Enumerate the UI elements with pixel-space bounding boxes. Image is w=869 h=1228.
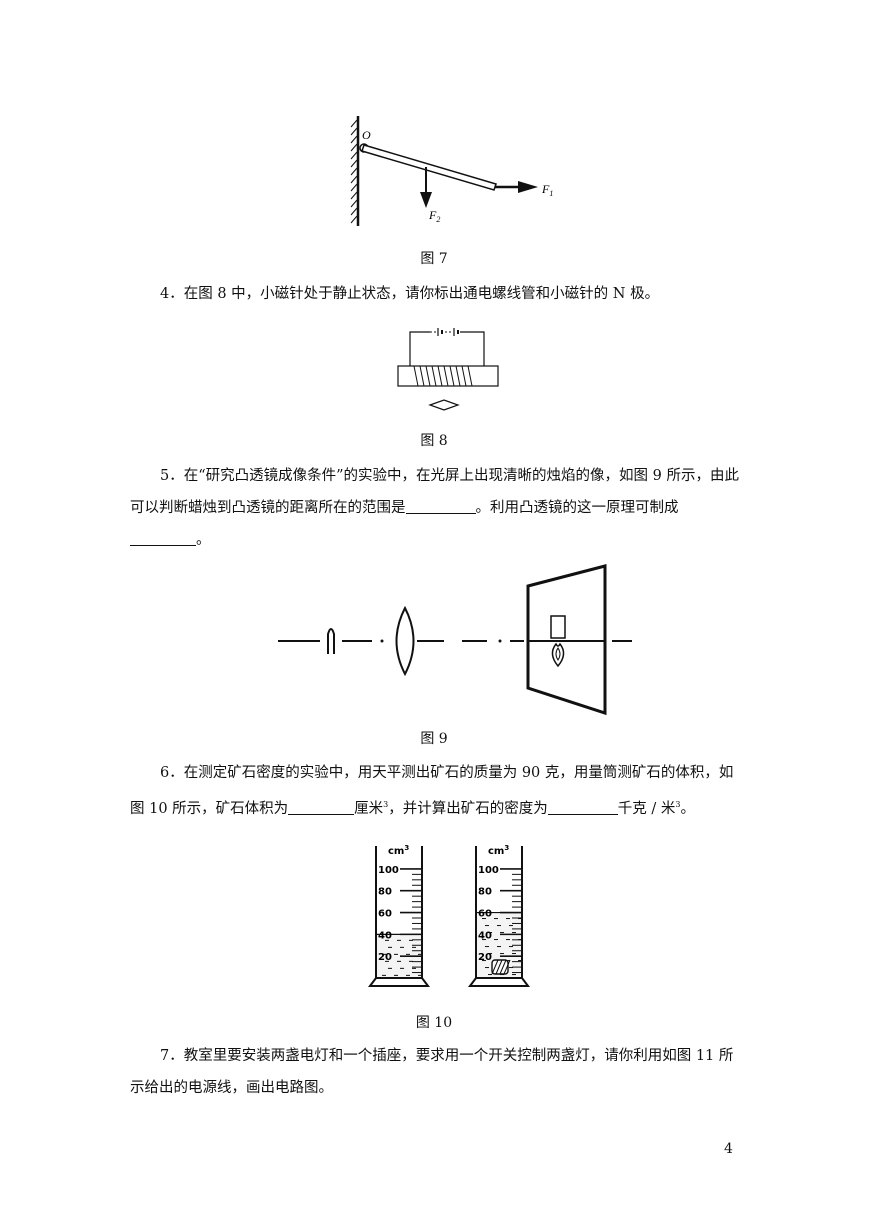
tick-label: 60: [478, 909, 492, 920]
tick-label: 60: [378, 909, 392, 920]
q6-text-3: ，并计算出矿石的密度为: [388, 800, 548, 817]
force-f2-label: F2: [428, 208, 440, 224]
cylinder-base: [468, 977, 530, 987]
figure-8-solenoid: [397, 328, 499, 411]
tick-label: 20: [478, 952, 492, 963]
figure-8-caption: 图 8: [420, 433, 448, 449]
q5-text-2: 。利用凸透镜的这一原理可制成: [475, 500, 679, 516]
tick-label: 100: [478, 865, 499, 876]
ore-hatch: [491, 959, 499, 975]
figure-9-caption: 图 9: [420, 731, 448, 747]
q6-sup-2: 3: [675, 800, 681, 809]
q6-text-2: 厘米: [354, 800, 384, 817]
tick-label: 20: [378, 952, 392, 963]
unit-label: cm3: [488, 844, 509, 857]
question-4: 4．在图 8 中，小磁针处于静止状态，请你标出通电螺线管和小磁针的 N 极。: [160, 286, 660, 302]
question-6: 6．在测定矿石密度的实验中，用天平测出矿石的质量为 90 克，用量筒测矿石的体积…: [130, 757, 740, 825]
q5-blank-1[interactable]: [405, 499, 476, 514]
cylinder-after: cm3 100 80 60 40 20: [468, 844, 530, 987]
q6-blank-volume[interactable]: [288, 799, 355, 815]
ore-hatch: [499, 959, 507, 975]
tick-label: 100: [378, 865, 399, 876]
q6-text-1: 6．在测定矿石密度的实验中，用天平测出矿石的质量为 90 克，用量筒测矿石的体积…: [130, 765, 734, 817]
q5-blank-2[interactable]: [130, 531, 196, 546]
pivot-label: O: [362, 128, 371, 142]
figure-7-caption: 图 7: [420, 251, 448, 267]
figure-10-cylinders: cm3 100 80 60 40 20 cm3 100 80 60 40 20: [368, 844, 530, 987]
q6-text-4: 千克 / 米: [617, 800, 676, 817]
q5-text-3: 。: [196, 532, 211, 548]
ore-hatch: [495, 959, 503, 975]
q6-text-5: 。: [680, 800, 695, 817]
tick-label: 80: [478, 887, 492, 898]
cylinder-before: cm3 100 80 60 40 20: [368, 844, 430, 987]
tick-label: 40: [478, 930, 492, 941]
unit-label: cm3: [388, 844, 409, 857]
figure-9-lens: [278, 564, 632, 716]
question-5: 5．在“研究凸透镜成像条件”的实验中，在光屏上出现清晰的烛焰的像，如图 9 所示…: [130, 460, 740, 556]
ore-hatch: [503, 959, 511, 975]
figure-7-lever: O F1 F2: [350, 116, 553, 226]
figure-10-caption: 图 10: [415, 1015, 453, 1031]
cylinder-base: [368, 977, 430, 987]
tick-label: 80: [378, 887, 392, 898]
question-7: 7．教室里要安装两盏电灯和一个插座，要求用一个开关控制两盏灯，请你利用如图 11…: [130, 1048, 734, 1096]
q6-sup-1: 3: [383, 800, 389, 809]
q6-blank-density[interactable]: [547, 799, 618, 815]
page-number: 4: [724, 1141, 733, 1157]
q5-text-1: 5．在“研究凸透镜成像条件”的实验中，在光屏上出现清晰的烛焰的像，如图 9 所示…: [130, 468, 739, 516]
tick-label: 40: [378, 930, 392, 941]
force-f1-label: F1: [541, 182, 553, 198]
